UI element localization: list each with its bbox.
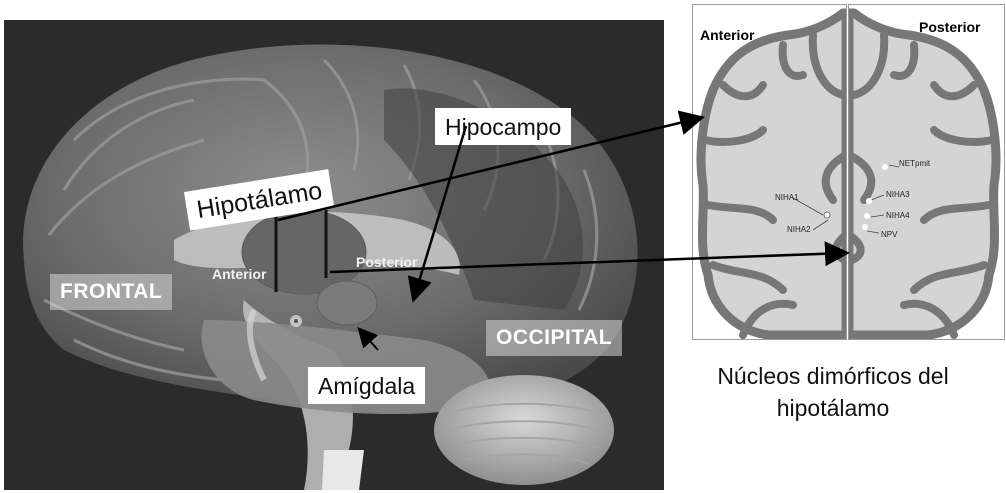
anterior-section-title: Anterior — [700, 27, 754, 43]
hipocampo-label: Hipocampo — [435, 108, 571, 145]
niha4-label: NIHA4 — [886, 211, 910, 220]
posterior-section-title: Posterior — [919, 19, 980, 35]
niha3-label: NIHA3 — [886, 190, 910, 199]
brain-illustration-panel: Hipotálamo Hipocampo Amígdala FRONTAL OC… — [4, 20, 664, 490]
cerebellum — [434, 375, 614, 485]
amigdala-label: Amígdala — [308, 367, 425, 404]
npv-label: NPV — [881, 230, 897, 239]
small-structure — [294, 319, 298, 323]
posterior-coronal-section: Posterior NETpmit NIHA3 NIHA4 NPV — [848, 4, 1005, 340]
hypothalamus-posterior-label: Posterior — [356, 254, 417, 270]
niha2-label: NIHA2 — [787, 225, 811, 234]
anterior-coronal-drawing — [693, 5, 846, 339]
anterior-coronal-section: Anterior NIHA1 NIHA2 — [692, 4, 847, 340]
caption-line-1: Núcleos dimórficos del — [660, 360, 1006, 392]
hypothalamus-anterior-label: Anterior — [212, 266, 266, 282]
amygdala-region — [317, 281, 377, 325]
netpmit-label: NETpmit — [899, 159, 930, 168]
niha1-label: NIHA1 — [775, 193, 799, 202]
caption-line-2: hipotálamo — [660, 392, 1006, 424]
posterior-coronal-drawing — [849, 5, 1004, 339]
figure-caption: Núcleos dimórficos del hipotálamo — [660, 360, 1006, 424]
spinal-cord — [322, 450, 364, 490]
occipital-lobe-label: OCCIPITAL — [486, 320, 622, 356]
frontal-lobe-label: FRONTAL — [50, 274, 172, 310]
brain-sagittal-illustration — [4, 20, 664, 490]
